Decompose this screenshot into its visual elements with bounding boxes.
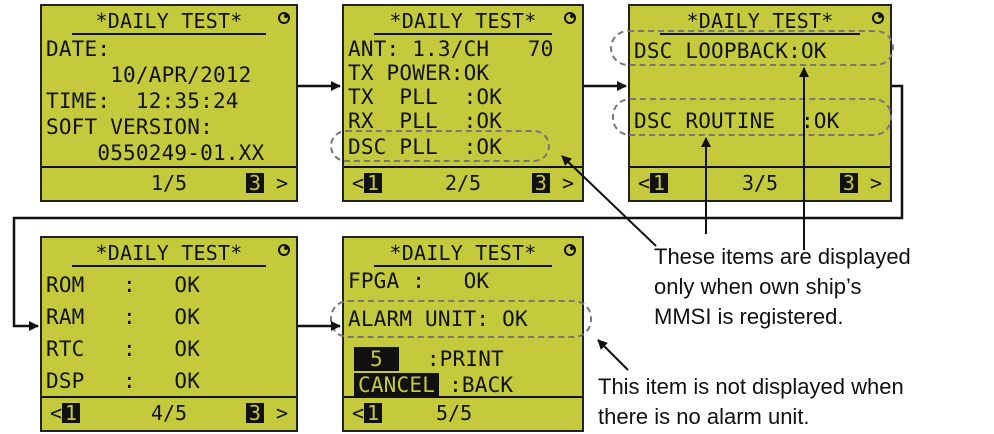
left-arrow-icon: < — [638, 171, 651, 195]
lcd-screen-2: *DAILY TEST* ANT: 1.3/CH 70 TX POWER:OK … — [342, 4, 584, 202]
mmsi-note: These items are displayed only when own … — [654, 242, 911, 332]
screen-row: 0550249-01.XX — [46, 141, 265, 165]
print-key: 5 — [354, 347, 399, 371]
screen-row: ROM : OK — [46, 273, 201, 297]
screen-row: FPGA : OK — [348, 269, 490, 293]
arrow-screen3-to-screen4 — [12, 84, 904, 331]
title-underline — [72, 265, 266, 267]
title-underline — [72, 33, 266, 35]
pointer-to-dsc-pll — [561, 155, 657, 247]
screen-row: TX PLL :OK — [348, 85, 503, 109]
footer-divider — [630, 166, 890, 168]
key-3-icon: 3 — [245, 403, 264, 423]
footer-divider — [42, 396, 296, 398]
screen-row: RX PLL :OK — [348, 109, 503, 133]
key-1-icon: 1 — [364, 173, 383, 193]
page-indicator: 5/5 — [436, 401, 473, 425]
screen-title: *DAILY TEST* — [95, 241, 243, 265]
screen-title: *DAILY TEST* — [389, 9, 537, 33]
cancel-key: CANCEL — [354, 373, 440, 397]
lcd-screen-3: *DAILY TEST* DSC LOOPBACK:OK DSC ROUTINE… — [628, 4, 892, 202]
page-indicator: 1/5 — [150, 171, 188, 195]
right-arrow-icon: > — [275, 171, 288, 195]
right-arrow-icon: > — [869, 171, 882, 195]
screen-row: ALARM UNIT: OK — [348, 307, 528, 331]
title-underline — [660, 33, 860, 35]
key-3-icon: 3 — [839, 173, 858, 193]
screen-row: DSP : OK — [46, 369, 201, 393]
next-page-control: 3 > — [839, 171, 882, 195]
screen-row: TX POWER:OK — [348, 61, 490, 85]
footer-divider — [42, 166, 296, 168]
status-circle-icon — [872, 12, 884, 24]
status-circle-icon — [278, 12, 290, 24]
highlight-dsc-loopback — [610, 30, 894, 66]
prev-page-control: <1 — [352, 171, 383, 195]
status-circle-icon — [278, 244, 290, 256]
screen-title: *DAILY TEST* — [95, 9, 243, 33]
key-3-icon: 3 — [531, 173, 550, 193]
screen-row: ANT: 1.3/CH 70 — [348, 37, 554, 61]
screen-title: *DAILY TEST* — [389, 241, 537, 265]
lcd-screen-4: *DAILY TEST* ROM : OK RAM : OK RTC : OK … — [40, 236, 298, 432]
screen-footer: <1 4/5 3 > — [42, 398, 296, 430]
screen-row: DATE: — [46, 37, 111, 61]
footer-divider — [344, 396, 582, 398]
screen-footer: <1 3/5 3 > — [630, 168, 890, 200]
screen-row: RTC : OK — [46, 337, 201, 361]
screen-row: DSC LOOPBACK:OK — [634, 39, 827, 63]
mmsi-note-line-1: These items are displayed — [654, 244, 911, 269]
print-label: :PRINT — [426, 347, 504, 371]
highlight-dsc-pll — [330, 130, 550, 162]
alarm-note-line-2: there is no alarm unit. — [598, 404, 810, 429]
alarm-note-line-1: This item is not displayed when — [598, 374, 904, 399]
prev-page-control: <1 — [352, 401, 383, 425]
mmsi-note-line-3: MMSI is registered. — [654, 304, 844, 329]
alarm-note: This item is not displayed when there is… — [598, 372, 904, 432]
highlight-alarm-unit — [330, 300, 592, 338]
next-page-control: 3 > — [531, 171, 574, 195]
next-page-control: 3 > — [245, 401, 288, 425]
key-1-icon: 1 — [364, 403, 383, 423]
lcd-screen-5: *DAILY TEST* FPGA : OK ALARM UNIT: OK 5:… — [342, 236, 584, 432]
screen-row: DSC PLL :OK — [348, 135, 503, 159]
key-1-icon: 1 — [62, 403, 81, 423]
pointer-to-alarm-unit — [597, 339, 629, 371]
screen-footer: 1/5 3 > — [42, 168, 296, 200]
mmsi-note-line-2: only when own ship’s — [654, 274, 862, 299]
status-circle-icon — [564, 244, 576, 256]
screen-row: DSC ROUTINE :OK — [634, 109, 840, 133]
page-indicator: 3/5 — [741, 171, 779, 195]
lcd-screen-1: *DAILY TEST* DATE: 10/APR/2012 TIME: 12:… — [40, 4, 298, 202]
next-page-control: 3 > — [245, 171, 288, 195]
page-indicator: 4/5 — [150, 401, 188, 425]
right-arrow-icon: > — [275, 401, 288, 425]
page-indicator: 2/5 — [444, 171, 482, 195]
screen-row: 10/APR/2012 — [46, 63, 252, 87]
left-arrow-icon: < — [352, 401, 365, 425]
prev-page-control: <1 — [638, 171, 669, 195]
prev-page-control: <1 — [50, 401, 81, 425]
screen-title: *DAILY TEST* — [686, 9, 834, 33]
screen-footer: <1 2/5 3 > — [344, 168, 582, 200]
highlight-dsc-routine — [612, 98, 892, 136]
status-circle-icon — [564, 12, 576, 24]
right-arrow-icon: > — [561, 171, 574, 195]
back-label: :BACK — [449, 373, 514, 397]
key-3-icon: 3 — [245, 173, 264, 193]
title-underline — [374, 33, 552, 35]
footer-divider — [344, 166, 582, 168]
screen-row: TIME: 12:35:24 — [46, 89, 239, 113]
screen-row: RAM : OK — [46, 305, 201, 329]
back-option: CANCEL :BACK — [354, 372, 578, 398]
left-arrow-icon: < — [352, 171, 365, 195]
left-arrow-icon: < — [50, 401, 63, 425]
screen-row: SOFT VERSION: — [46, 115, 213, 139]
screen-footer: <1 5/5 — [344, 398, 582, 430]
key-1-icon: 1 — [650, 173, 669, 193]
title-underline — [374, 265, 552, 267]
print-option: 5 :PRINT — [354, 346, 578, 372]
